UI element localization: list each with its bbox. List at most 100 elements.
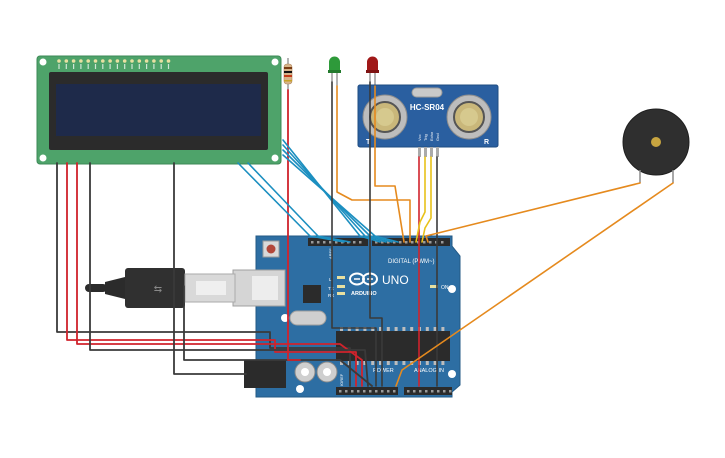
header-hole[interactable]	[353, 241, 356, 244]
lcd-mount-hole	[271, 154, 279, 162]
wire-black	[89, 162, 369, 387]
header-hole[interactable]	[381, 390, 384, 393]
chip-leg	[425, 361, 429, 365]
lcd-pin[interactable]	[144, 59, 149, 63]
header-hole[interactable]	[393, 241, 396, 244]
wire-orange	[425, 182, 641, 243]
wire-blue	[237, 162, 345, 243]
header-hole[interactable]	[375, 241, 378, 244]
header-hole[interactable]	[405, 241, 408, 244]
lcd-pin[interactable]	[101, 59, 105, 63]
header-hole[interactable]	[329, 241, 332, 244]
rx-label: RX	[328, 293, 334, 298]
lcd-pin[interactable]	[79, 59, 83, 63]
header-hole[interactable]	[381, 241, 384, 244]
wire-red	[76, 162, 363, 387]
chip-leg	[347, 327, 351, 331]
chip-leg	[433, 361, 437, 365]
header-hole[interactable]	[443, 390, 446, 393]
arduino-mount-hole	[448, 370, 456, 378]
header-hole[interactable]	[311, 241, 314, 244]
lcd-pin-label	[94, 64, 97, 69]
lcd-display[interactable]	[36, 55, 282, 165]
lcd-pin[interactable]	[115, 59, 120, 63]
lcd-pin[interactable]	[152, 59, 156, 63]
analog-header	[404, 387, 452, 395]
lcd-pin[interactable]	[159, 59, 163, 63]
chip-leg	[425, 327, 429, 331]
lcd-pin[interactable]	[64, 59, 69, 63]
chip-leg	[340, 327, 343, 331]
header-hole[interactable]	[425, 390, 428, 393]
green-led[interactable]	[328, 56, 341, 86]
tx-label: TX	[328, 286, 334, 291]
sensor-crystal	[411, 87, 443, 98]
header-hole[interactable]	[387, 390, 390, 393]
chip-leg	[371, 327, 375, 331]
wire-black	[369, 81, 383, 387]
header-hole[interactable]	[317, 241, 320, 244]
header-hole[interactable]	[351, 390, 354, 393]
header-hole[interactable]	[437, 390, 440, 393]
lcd-screen	[56, 84, 261, 136]
lcd-pin-label	[109, 64, 111, 69]
header-hole[interactable]	[387, 241, 390, 244]
lcd-pin-label	[167, 64, 170, 69]
wire-blue	[282, 154, 399, 243]
arduino-mount-hole	[296, 385, 304, 393]
lcd-pin[interactable]	[71, 59, 76, 63]
lcd-pin-label	[65, 64, 67, 69]
header-hole[interactable]	[413, 390, 416, 393]
header-hole[interactable]	[407, 390, 410, 393]
header-hole[interactable]	[429, 241, 432, 244]
header-hole[interactable]	[449, 390, 452, 393]
header-hole[interactable]	[363, 390, 366, 393]
lcd-pin[interactable]	[130, 59, 134, 63]
lcd-pin[interactable]	[86, 59, 90, 63]
arduino-model: UNO	[382, 273, 409, 287]
header-hole[interactable]	[423, 241, 426, 244]
lcd-pin[interactable]	[122, 59, 127, 63]
usb-chip	[303, 285, 321, 303]
lcd-pin[interactable]	[108, 59, 112, 63]
arduino-uno[interactable]: DIGITAL (PWM~) ANALOG IN POWER ON TX RX …	[232, 235, 461, 398]
lcd-pin-label	[116, 64, 118, 69]
header-hole[interactable]	[431, 390, 434, 393]
analog-label: ANALOG IN	[414, 368, 444, 374]
sensor-pins	[418, 147, 439, 157]
header-hole[interactable]	[369, 390, 372, 393]
sensor-pin-label: Trig	[423, 134, 428, 141]
resistor[interactable]	[283, 58, 293, 90]
header-hole[interactable]	[357, 390, 360, 393]
header-hole[interactable]	[323, 241, 326, 244]
header-hole[interactable]	[339, 390, 342, 393]
header-hole[interactable]	[345, 390, 348, 393]
wire-red	[66, 162, 357, 387]
lcd-header-pins	[57, 59, 171, 69]
header-hole[interactable]	[335, 241, 338, 244]
chip-leg	[394, 361, 398, 365]
chip-leg	[363, 327, 367, 331]
header-hole[interactable]	[359, 241, 362, 244]
header-hole[interactable]	[393, 390, 396, 393]
lcd-pin[interactable]	[93, 59, 98, 63]
header-hole[interactable]	[441, 241, 444, 244]
lcd-pin[interactable]	[166, 59, 171, 63]
sensor-r-marker: R	[484, 139, 489, 146]
chip-leg	[386, 361, 390, 365]
header-hole[interactable]	[411, 241, 414, 244]
piezo-buzzer[interactable]	[622, 108, 690, 183]
digital-label: DIGITAL (PWM~)	[388, 259, 435, 265]
lcd-pin-label	[87, 64, 89, 69]
header-hole[interactable]	[419, 390, 422, 393]
lcd-pin[interactable]	[137, 59, 142, 63]
header-hole[interactable]	[399, 241, 402, 244]
wire-orange	[336, 85, 411, 243]
red-led[interactable]	[366, 56, 379, 86]
lcd-pin[interactable]	[57, 59, 61, 63]
wire-blue	[282, 139, 381, 243]
wire-black	[331, 81, 377, 387]
header-hole[interactable]	[375, 390, 378, 393]
